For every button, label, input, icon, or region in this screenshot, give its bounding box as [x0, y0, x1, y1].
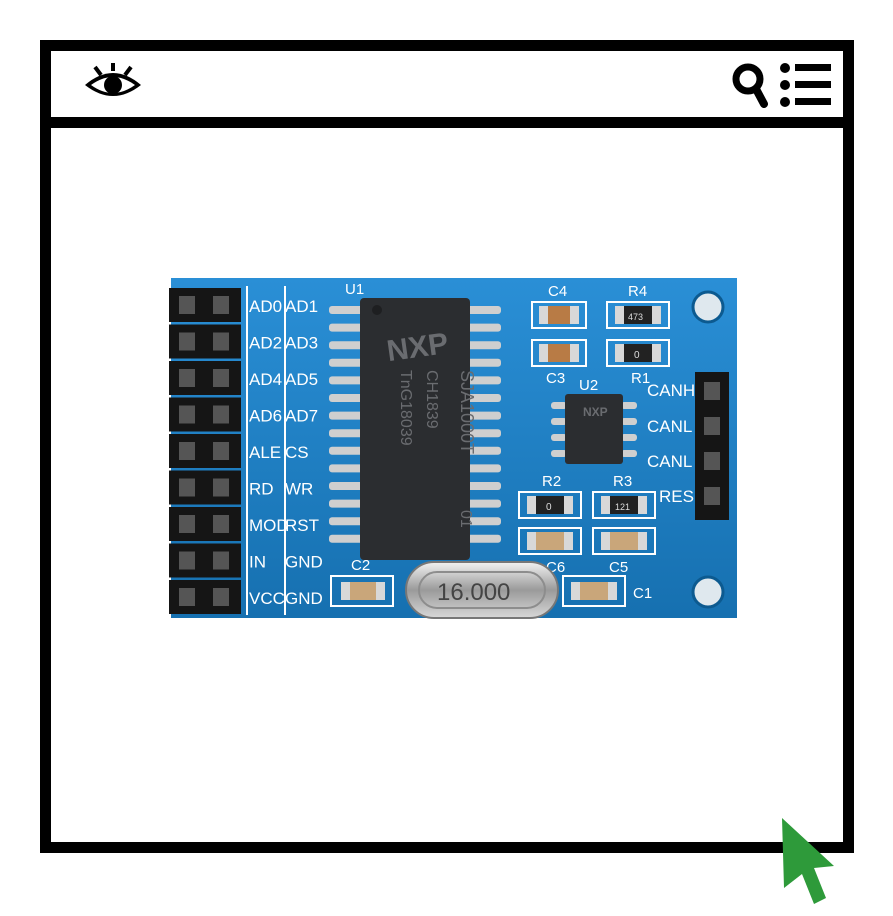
chip-u1-line4: 01: [457, 510, 474, 528]
eye-icon[interactable]: [81, 61, 145, 105]
c4-label: C4: [548, 283, 567, 300]
header-label: MOD: [249, 516, 289, 535]
chip-u1-line2: CH1839: [423, 370, 440, 429]
can-label: CANL: [647, 417, 692, 436]
capacitor-c6: [527, 532, 573, 550]
r3-code: 121: [615, 502, 630, 512]
c2-label: C2: [351, 557, 370, 574]
chip-u2-brand: NXP: [583, 405, 608, 419]
r3-label: R3: [613, 473, 632, 490]
chip-u2: [565, 394, 623, 464]
chip-u1-line3: TnG18039: [397, 370, 414, 446]
c5-label: C5: [609, 559, 628, 576]
r4-label: R4: [628, 283, 647, 300]
capacitor-c5: [601, 532, 647, 550]
header-label: RST: [285, 516, 319, 535]
r2-label: R2: [542, 473, 561, 490]
can-pin: [704, 417, 720, 435]
left-pin-header: [169, 288, 241, 614]
header-label: GND: [285, 589, 323, 608]
mount-hole: [691, 290, 725, 324]
header-label: AD5: [285, 370, 318, 389]
resistor-r3: [601, 496, 647, 514]
crystal-label: 16.000: [437, 579, 510, 606]
u1-label: U1: [345, 281, 364, 298]
header-label: AD2: [249, 334, 282, 353]
header-label: RD: [249, 480, 274, 499]
capacitor-c2: [341, 582, 385, 600]
header-label: AD7: [285, 407, 318, 426]
header-label: IN: [249, 553, 266, 572]
c3-label: C3: [546, 370, 565, 387]
search-icon[interactable]: [731, 62, 771, 108]
header-label: AD0: [249, 297, 282, 316]
header-label: AD4: [249, 370, 282, 389]
header-label: AD6: [249, 407, 282, 426]
chip-u1: [360, 298, 470, 560]
capacitor-c4: [539, 306, 579, 324]
crystal: [405, 561, 559, 619]
resistor-r2: [527, 496, 573, 514]
can-pin: [704, 382, 720, 400]
header-label: AD3: [285, 334, 318, 353]
capacitor-c3: [539, 344, 579, 362]
u2-label: U2: [579, 377, 598, 394]
c1-label: C1: [633, 585, 652, 602]
header-label: WR: [285, 480, 313, 499]
mount-hole: [691, 575, 725, 609]
header-label: CS: [285, 443, 309, 462]
capacitor-c1: [571, 582, 617, 600]
header-label: VCC: [249, 589, 285, 608]
r2-code: 0: [546, 502, 552, 513]
r4-code: 473: [628, 312, 643, 322]
list-menu-icon[interactable]: [779, 62, 833, 108]
can-label: CANL: [647, 452, 692, 471]
r1-label: R1: [631, 370, 650, 387]
can-pin-header: [695, 372, 729, 520]
can-label: RES: [659, 487, 694, 506]
can-pin: [704, 452, 720, 470]
header-label: ALE: [249, 443, 281, 462]
top-toolbar: [51, 51, 843, 128]
can-header-labels: CANH CANL CANL RES: [647, 381, 695, 506]
resistor-r1: [615, 344, 661, 362]
r1-code: 0: [634, 350, 640, 361]
can-label: CANH: [647, 381, 695, 400]
cursor-arrow-icon: [782, 818, 834, 904]
resistor-r4: [615, 306, 661, 324]
can-pin: [704, 487, 720, 505]
header-label: AD1: [285, 297, 318, 316]
chip-u1-line1: SJA1000T: [457, 370, 477, 454]
header-label: GND: [285, 553, 323, 572]
u2-pins: [551, 402, 637, 457]
u1-pins: [329, 306, 501, 543]
